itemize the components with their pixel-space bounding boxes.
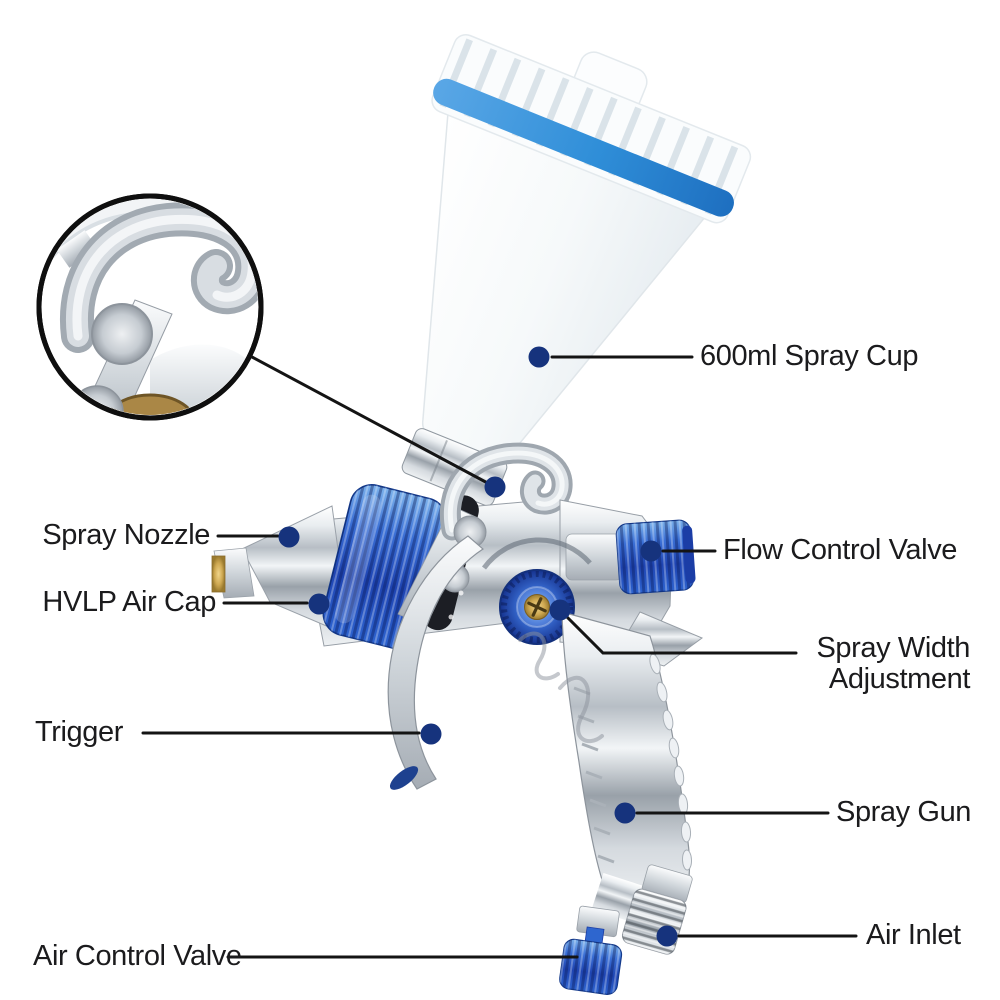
- gun-handle: [518, 611, 693, 909]
- label-spray-nozzle: Spray Nozzle: [42, 519, 210, 551]
- label-hvlp-air-cap: HVLP Air Cap: [42, 586, 216, 618]
- callout-dot-spray-gun: [614, 802, 636, 824]
- label-spray-gun: Spray Gun: [836, 796, 972, 828]
- grip-grooves: [573, 686, 615, 864]
- air-control-valve-part: [559, 905, 623, 995]
- callout-dot-spray-nozzle: [278, 526, 300, 548]
- label-spray-width-line1: Spray Width: [816, 632, 970, 664]
- leader-lines: [141, 355, 858, 959]
- leader-spray-width: [558, 608, 798, 655]
- label-air-inlet: Air Inlet: [866, 919, 961, 951]
- callout-dot-spray-cup: [528, 346, 550, 368]
- trigger-part: [387, 535, 484, 790]
- callout-dots: [278, 346, 678, 947]
- callout-dot-trigger: [420, 723, 442, 745]
- spray-width-knob: [499, 569, 575, 645]
- label-spray-width-line2: Adjustment: [828, 663, 970, 695]
- label-trigger: Trigger: [35, 716, 123, 748]
- callout-dot-flow-control: [640, 540, 662, 562]
- callout-dot-hvlp-air-cap: [308, 593, 330, 615]
- handle-engraving-script: [518, 631, 604, 744]
- grip-serrations: [649, 653, 693, 871]
- label-flow-control-valve: Flow Control Valve: [723, 534, 958, 566]
- label-spray-cup: 600ml Spray Cup: [700, 340, 919, 372]
- magnifier-inset: [36, 193, 264, 421]
- callout-dot-hook: [484, 476, 506, 498]
- callout-dot-spray-width: [549, 599, 571, 621]
- label-air-control-valve: Air Control Valve: [33, 940, 242, 972]
- brass-fitting: [102, 393, 198, 415]
- callout-dot-air-inlet: [656, 925, 678, 947]
- cup-blue-band: [433, 78, 734, 217]
- leader-inset-to-hook: [250, 355, 497, 489]
- fan-arc-groove: [481, 537, 592, 570]
- nozzle-gold-tip: [211, 555, 226, 593]
- label-spray-width-adjustment: Spray Width Adjustment: [816, 633, 970, 695]
- spray-cup: [421, 33, 752, 466]
